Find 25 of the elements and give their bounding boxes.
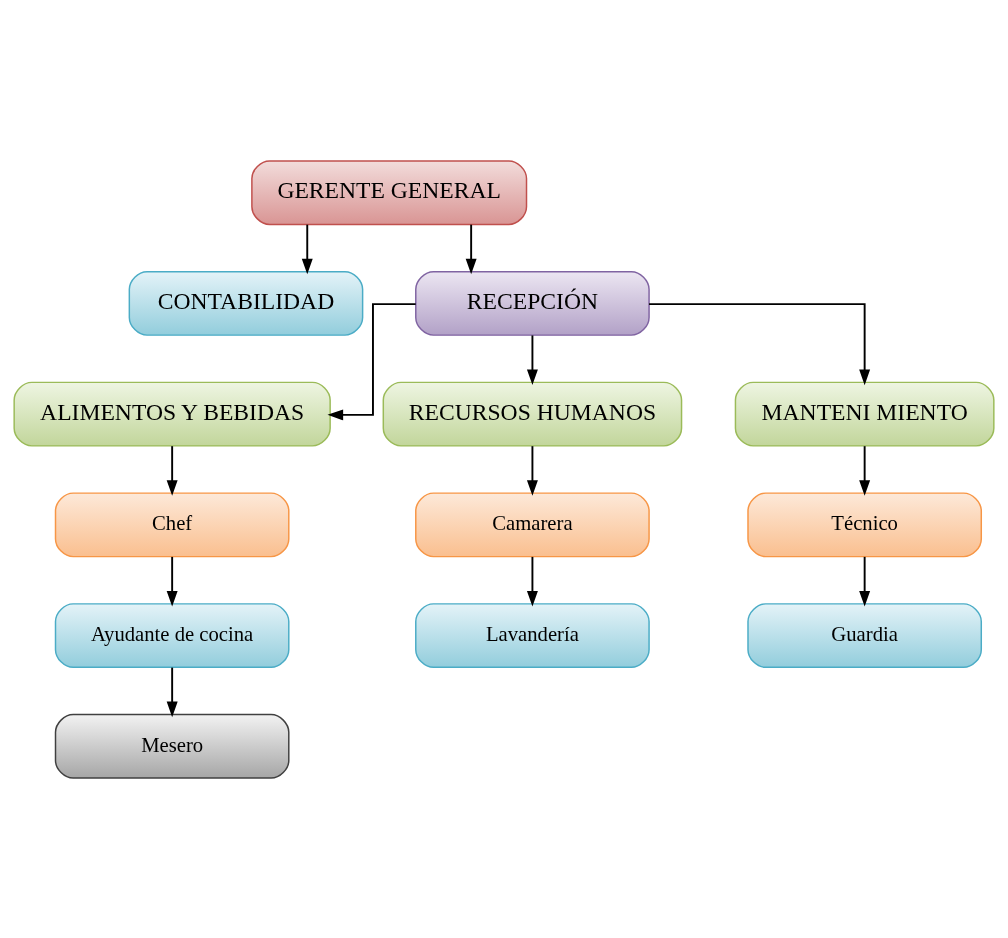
node-box: CONTABILIDAD xyxy=(128,270,364,336)
node-box: ALIMENTOS Y BEBIDAS xyxy=(13,381,331,447)
arrow xyxy=(465,223,477,274)
arrow xyxy=(648,302,871,385)
node-box: RECURSOS HUMANOS xyxy=(382,381,683,447)
arrow xyxy=(859,444,871,496)
node-box: Chef xyxy=(54,491,290,557)
node-box: Lavandería xyxy=(415,602,650,668)
arrow xyxy=(327,302,417,420)
node-box: RECEPCIÓN xyxy=(415,270,650,336)
arrow xyxy=(526,444,538,496)
node-box: Mesero xyxy=(54,713,290,779)
arrow xyxy=(166,555,178,607)
node-box: Ayudante de cocina xyxy=(54,602,290,668)
node-box: Camarera xyxy=(415,491,650,557)
arrow xyxy=(166,444,178,496)
arrow xyxy=(526,333,538,385)
arrow xyxy=(526,555,538,607)
node-box: GERENTE GENERAL xyxy=(251,159,528,225)
arrow xyxy=(301,223,313,274)
node-box: MANTENI MIENTO xyxy=(734,381,995,447)
arrow xyxy=(859,555,871,607)
node-box: Guardia xyxy=(747,602,983,668)
node-box: Técnico xyxy=(747,491,983,557)
arrow xyxy=(166,666,178,717)
